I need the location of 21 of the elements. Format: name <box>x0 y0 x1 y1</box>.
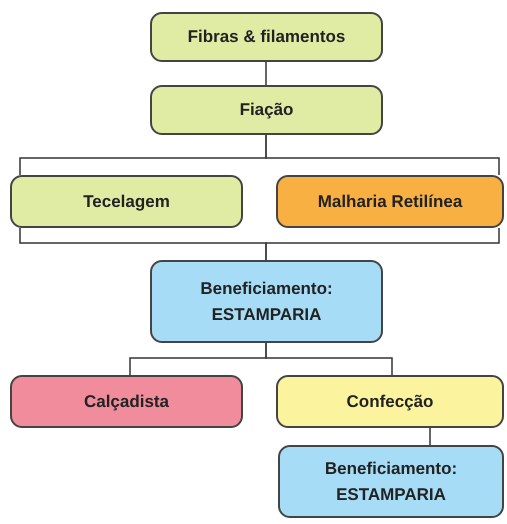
connector-line <box>265 228 500 260</box>
box-label: Fiação <box>240 99 294 121</box>
process-box <box>10 375 243 428</box>
process-box <box>276 375 504 428</box>
connector-line <box>265 62 267 85</box>
box-label: Beneficiamento: ESTAMPARIA <box>199 278 334 326</box>
box-label: Tecelagem <box>83 190 170 213</box>
process-box <box>10 175 243 228</box>
process-box <box>150 12 383 62</box>
box-label: Confecção <box>346 390 434 412</box>
connector-line <box>265 135 500 175</box>
process-box <box>150 85 383 135</box>
process-box <box>150 260 383 343</box>
process-box <box>278 445 504 518</box>
connector-line <box>429 428 431 445</box>
box-label: Malharia Retilínea <box>318 190 462 212</box>
box-label: Fibras & filamentos <box>188 26 346 48</box>
connector-line <box>265 343 393 375</box>
process-box <box>276 175 504 228</box>
box-label: Calçadista <box>84 390 170 412</box>
box-label: Beneficiamento: ESTAMPARIA <box>324 458 458 506</box>
